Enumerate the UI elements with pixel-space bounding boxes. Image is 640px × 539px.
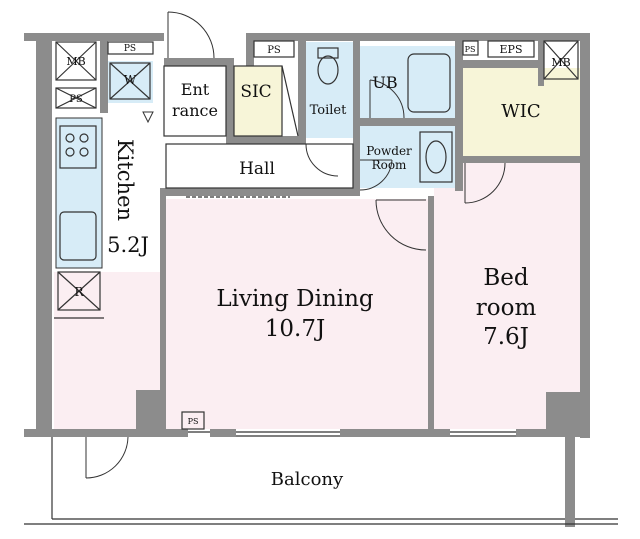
powder-room-label-line1: Powder — [366, 144, 412, 158]
powder-room-label-line2: Room — [372, 158, 407, 172]
kitchen-size-label: 5.2J — [107, 233, 149, 257]
toilet-label: Toilet — [310, 103, 347, 118]
bedroom-label-line2: room — [476, 295, 537, 321]
kitchen-counter — [55, 117, 103, 269]
mb-right-label: MB — [551, 56, 570, 69]
walls — [24, 33, 590, 527]
kitchen-label: Kitchen — [113, 139, 137, 221]
entrance-label-line2: rance — [172, 101, 218, 120]
ps-left-label: PS — [69, 94, 83, 105]
door-swings — [85, 11, 506, 479]
fixtures — [24, 40, 618, 525]
fridge-label: R — [74, 285, 84, 299]
balcony-label: Balcony — [271, 469, 344, 490]
ps-top-right-label: PS — [465, 45, 476, 54]
sic-label: SIC — [240, 82, 271, 102]
living-dining-size-label: 10.7J — [265, 316, 325, 342]
bedroom-area[interactable] — [434, 163, 580, 429]
entrance-arrow-icon — [142, 111, 154, 124]
sic-area[interactable] — [234, 66, 282, 136]
mb-left-label: MB — [66, 55, 85, 68]
powder-room-area[interactable] — [360, 126, 455, 188]
bedroom-label-line1: Bed — [483, 265, 529, 291]
ps-bottom-label: PS — [188, 417, 199, 426]
bedroom-size-label: 7.6J — [483, 324, 529, 350]
eps-label: EPS — [500, 43, 523, 56]
wic-area[interactable] — [463, 68, 580, 156]
entrance-label-line1: Ent — [181, 80, 210, 99]
ub-label: UB — [372, 73, 397, 92]
living-dining-area[interactable] — [166, 199, 428, 429]
w-label: W — [124, 73, 137, 87]
ps-top-left-label: PS — [124, 44, 136, 54]
ps-top-mid-label: PS — [267, 45, 281, 56]
hall-label: Hall — [239, 159, 275, 179]
wic-label: WIC — [501, 101, 540, 122]
living-dining-label: Living Dining — [216, 286, 374, 312]
